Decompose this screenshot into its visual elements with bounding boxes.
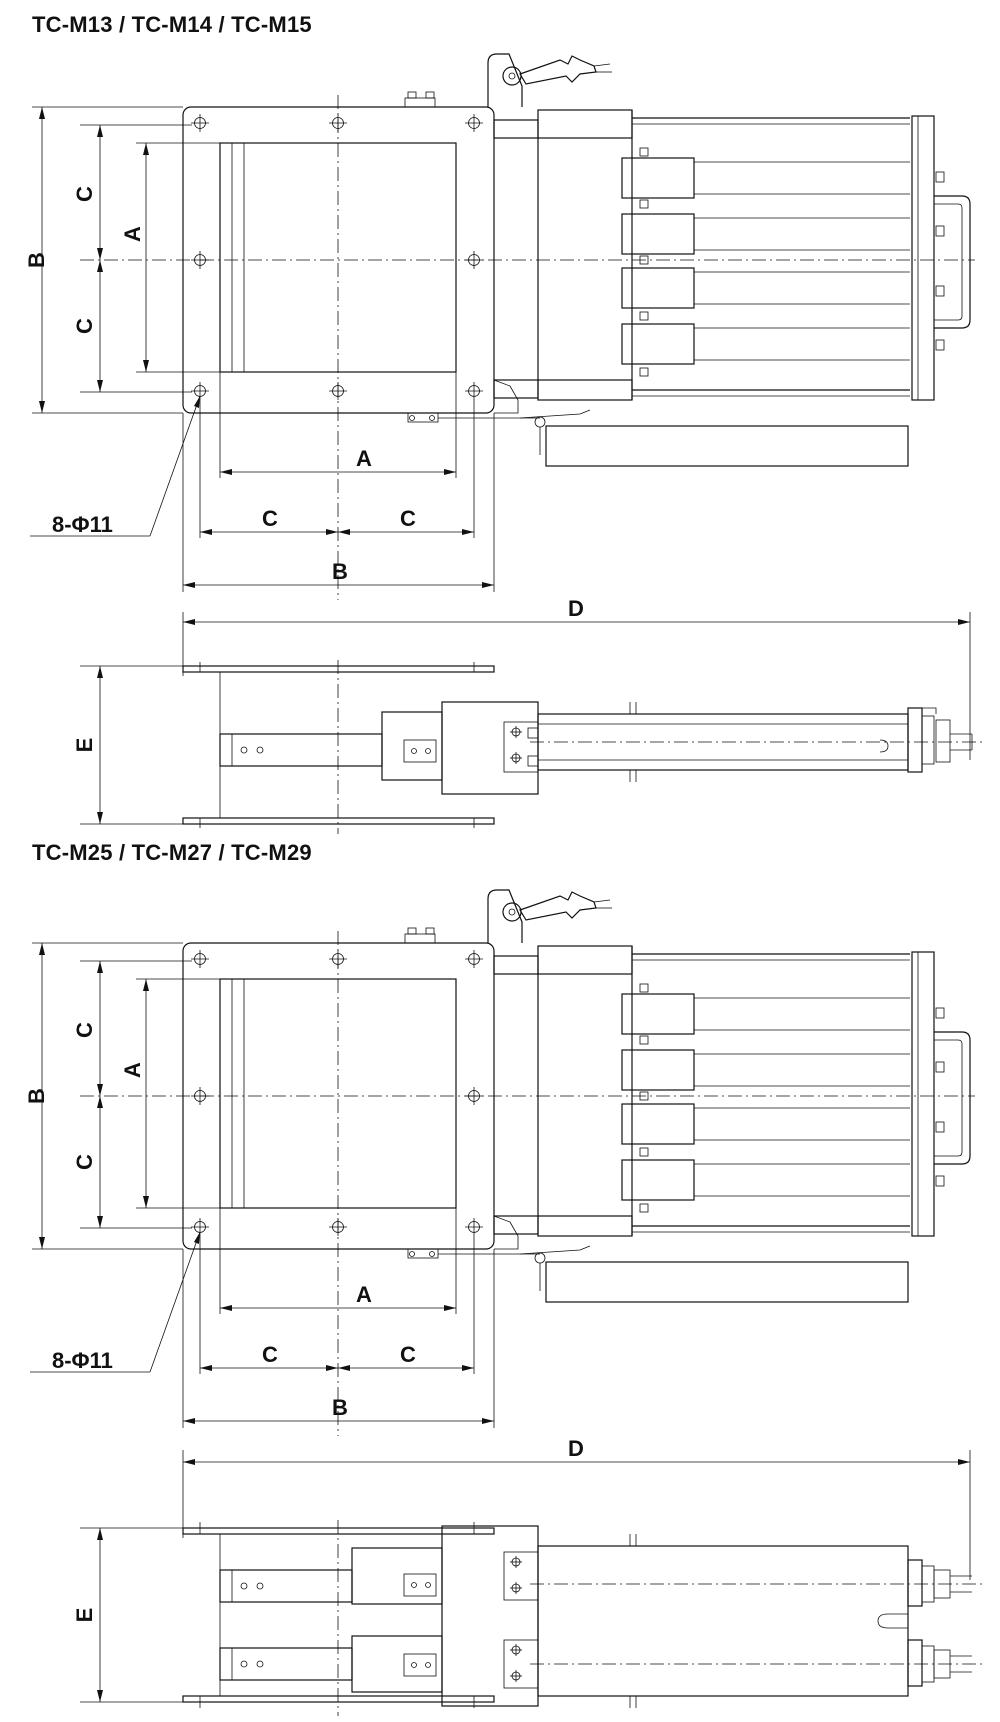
plan-view-1 xyxy=(30,54,975,600)
dim-label-b-horizontal: B xyxy=(332,1395,348,1420)
section-title-1: TC-M13 / TC-M14 / TC-M15 xyxy=(32,12,312,37)
dim-label-a-vertical: A xyxy=(120,1062,145,1078)
dim-label-c-left: C xyxy=(262,506,278,531)
dim-label-a-horizontal: A xyxy=(356,446,372,471)
hole-callout: 8-Φ11 xyxy=(52,512,113,537)
dim-label-a-horizontal: A xyxy=(356,1282,372,1307)
dim-label-b-horizontal: B xyxy=(332,559,348,584)
dim-label-e: E xyxy=(72,1608,97,1623)
dim-label-c-lower: C xyxy=(72,1154,97,1170)
side-view-1 xyxy=(80,612,985,834)
dim-label-e: E xyxy=(72,738,97,753)
dimension-labels-2: B C C A A C C B 8-Φ11 D E xyxy=(24,1022,584,1622)
dimension-labels-1: B C C A A C C B 8-Φ11 D E xyxy=(24,186,584,752)
dim-label-b-vertical: B xyxy=(24,252,49,268)
dim-label-c-left: C xyxy=(262,1342,278,1367)
hole-callout: 8-Φ11 xyxy=(52,1348,113,1373)
dim-label-a-vertical: A xyxy=(120,226,145,242)
section-title-2: TC-M25 / TC-M27 / TC-M29 xyxy=(32,840,312,865)
dim-label-c-upper: C xyxy=(72,1022,97,1038)
dim-label-c-lower: C xyxy=(72,318,97,334)
dim-label-c-upper: C xyxy=(72,186,97,202)
dim-label-d: D xyxy=(568,1436,584,1461)
dim-label-c-right: C xyxy=(400,1342,416,1367)
plan-view-2 xyxy=(30,890,975,1436)
side-view-2 xyxy=(80,1450,985,1716)
dim-label-b-vertical: B xyxy=(24,1088,49,1104)
dim-label-d: D xyxy=(568,596,584,621)
dim-label-c-right: C xyxy=(400,506,416,531)
